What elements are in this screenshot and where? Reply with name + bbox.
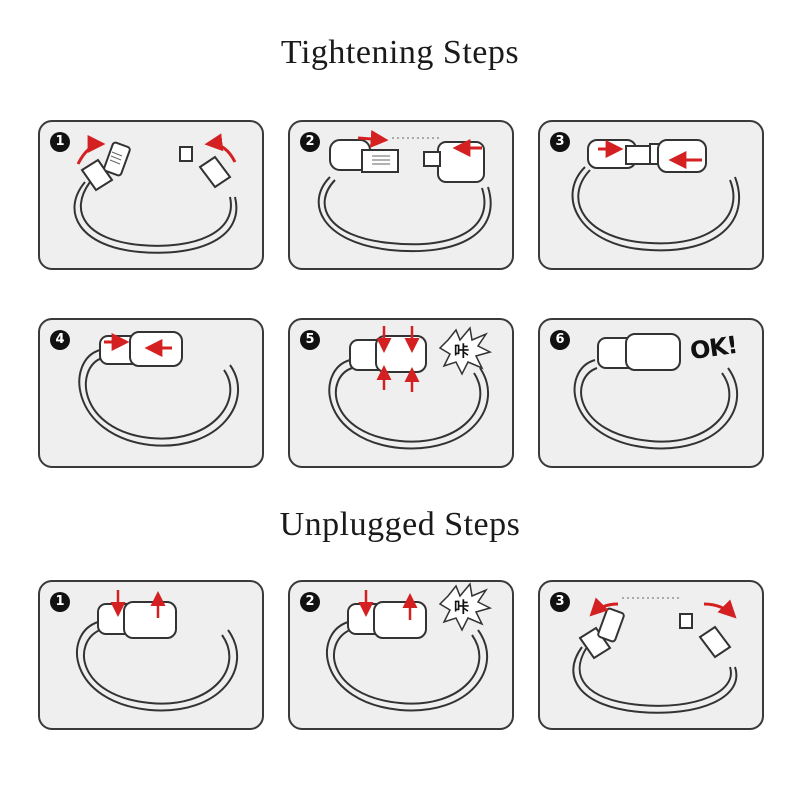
step-number-badge: 2 bbox=[300, 132, 320, 152]
unplugged-step-2-panel: 2 咔 bbox=[288, 580, 514, 730]
unplug-step-2-illustration bbox=[326, 582, 493, 712]
step-number-badge: 4 bbox=[50, 330, 70, 350]
tightening-steps-title: Tightening Steps bbox=[280, 34, 520, 71]
tightening-step-3-panel: 3 bbox=[538, 120, 764, 270]
unplug-step-3-illustration bbox=[572, 597, 738, 714]
step-number-badge: 5 bbox=[300, 330, 320, 350]
step-4-illustration bbox=[78, 331, 240, 447]
click-sound-label: 咔 bbox=[454, 598, 470, 616]
step-1-illustration bbox=[73, 133, 238, 254]
step-2-illustration bbox=[317, 129, 492, 253]
tightening-step-6-panel: 6 OK! bbox=[538, 318, 764, 468]
click-sound-label: 咔 bbox=[454, 342, 470, 360]
step-number-badge: 2 bbox=[300, 592, 320, 612]
unplugged-steps-title: Unplugged Steps bbox=[279, 506, 521, 543]
step-number-badge: 3 bbox=[550, 592, 570, 612]
tightening-step-1-panel: 1 bbox=[38, 120, 264, 270]
step-3-illustration bbox=[571, 139, 741, 252]
tightening-step-2-panel: 2 bbox=[288, 120, 514, 270]
step-number-badge: 1 bbox=[50, 132, 70, 152]
step-6-illustration bbox=[573, 333, 739, 450]
unplugged-step-1-panel: 1 bbox=[38, 580, 264, 730]
step-number-badge: 1 bbox=[50, 592, 70, 612]
step-number-badge: 6 bbox=[550, 330, 570, 350]
tightening-step-4-panel: 4 bbox=[38, 318, 264, 468]
step-number-badge: 3 bbox=[550, 132, 570, 152]
tightening-step-5-panel: 5 咔 bbox=[288, 318, 514, 468]
unplug-step-1-illustration bbox=[76, 590, 239, 712]
unplugged-step-3-panel: 3 bbox=[538, 580, 764, 730]
step-5-illustration bbox=[328, 326, 493, 450]
